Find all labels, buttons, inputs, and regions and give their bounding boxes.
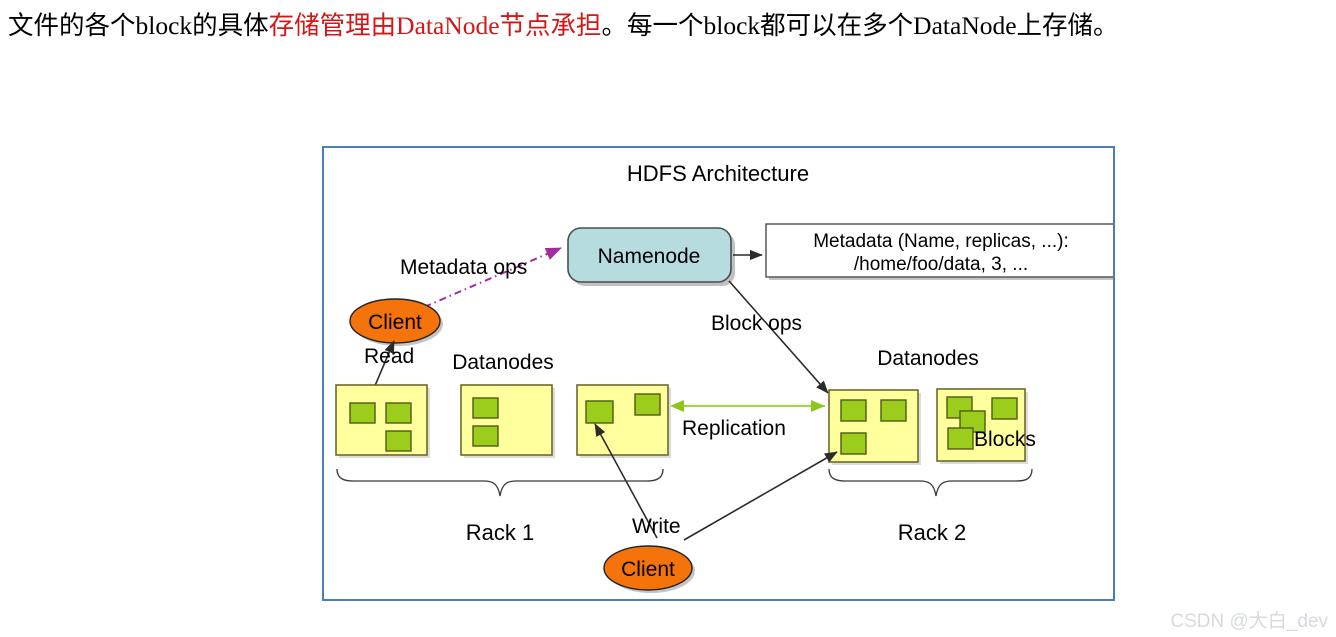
client-read-ellipse bbox=[349, 298, 441, 344]
metadata-box-frame bbox=[765, 223, 1113, 278]
client-write-node[interactable]: Client bbox=[603, 545, 695, 593]
block-square bbox=[880, 399, 907, 422]
diagram-title: HDFS Architecture bbox=[627, 161, 809, 186]
read-label: Read bbox=[364, 345, 414, 368]
datanode-box-1[interactable] bbox=[335, 384, 430, 458]
block-square bbox=[472, 425, 499, 447]
page-title-segment-plain-1: 文件的各个block的具体 bbox=[8, 11, 269, 40]
block-square bbox=[947, 427, 974, 450]
datanode-box-2[interactable] bbox=[460, 384, 555, 458]
metadata-ops-arrow bbox=[393, 247, 562, 321]
write-arrow-to-datanode-4 bbox=[683, 451, 838, 541]
block-square bbox=[634, 393, 661, 416]
replication-label: Replication bbox=[682, 417, 786, 440]
csdn-watermark: CSDN @大白_dev bbox=[1170, 611, 1328, 632]
rack-1-brace bbox=[336, 468, 664, 497]
namenode-box bbox=[567, 227, 732, 283]
metadata-line-1: Metadata (Name, replicas, ...): bbox=[813, 231, 1069, 252]
datanodes-left-label: Datanodes bbox=[452, 351, 554, 374]
metadata-ops-label: Metadata ops bbox=[400, 256, 527, 279]
hdfs-architecture-diagram: HDFS Architecture Namenode Metadata (Nam… bbox=[322, 146, 1115, 601]
datanode-box-3[interactable] bbox=[576, 384, 671, 458]
block-ops-label: Block ops bbox=[711, 312, 802, 335]
namenode-node[interactable]: Namenode bbox=[567, 227, 735, 286]
write-label: Write bbox=[632, 515, 681, 538]
blocks-label: Blocks bbox=[974, 428, 1036, 451]
namenode-label: Namenode bbox=[598, 245, 701, 268]
metadata-line-2: /home/foo/data, 3, ... bbox=[854, 254, 1028, 275]
diagram-canvas: HDFS Architecture Namenode Metadata (Nam… bbox=[335, 161, 1113, 593]
rack-2-label: Rack 2 bbox=[898, 520, 966, 545]
client-write-label: Client bbox=[621, 558, 675, 581]
datanode-box-4[interactable] bbox=[828, 389, 921, 465]
rack-1-label: Rack 1 bbox=[466, 520, 534, 545]
block-square bbox=[385, 402, 412, 424]
metadata-box: Metadata (Name, replicas, ...): /home/fo… bbox=[765, 223, 1113, 280]
page-title-segment-highlight: 存储管理由DataNode节点承担 bbox=[268, 11, 602, 40]
block-square bbox=[840, 399, 867, 422]
client-read-node[interactable]: Client bbox=[349, 298, 443, 346]
rack-2-brace bbox=[828, 468, 1033, 497]
block-square bbox=[585, 400, 614, 424]
page-title: 文件的各个block的具体存储管理由DataNode节点承担。每一个block都… bbox=[8, 6, 1330, 46]
datanodes-right-label: Datanodes bbox=[877, 347, 979, 370]
datanode-box-5[interactable]: Blocks bbox=[936, 388, 1036, 464]
client-write-ellipse bbox=[603, 545, 693, 591]
block-square bbox=[840, 432, 867, 455]
client-read-label: Client bbox=[368, 311, 422, 334]
block-ops-arrow bbox=[728, 280, 829, 394]
block-square bbox=[472, 397, 499, 419]
block-square bbox=[349, 402, 376, 424]
block-square bbox=[991, 397, 1018, 420]
page-title-segment-plain-2: 。每一个block都可以在多个DataNode上存储。 bbox=[601, 11, 1119, 40]
read-arrow bbox=[373, 340, 395, 389]
datanode-1-frame bbox=[335, 384, 428, 456]
block-square bbox=[385, 430, 412, 452]
